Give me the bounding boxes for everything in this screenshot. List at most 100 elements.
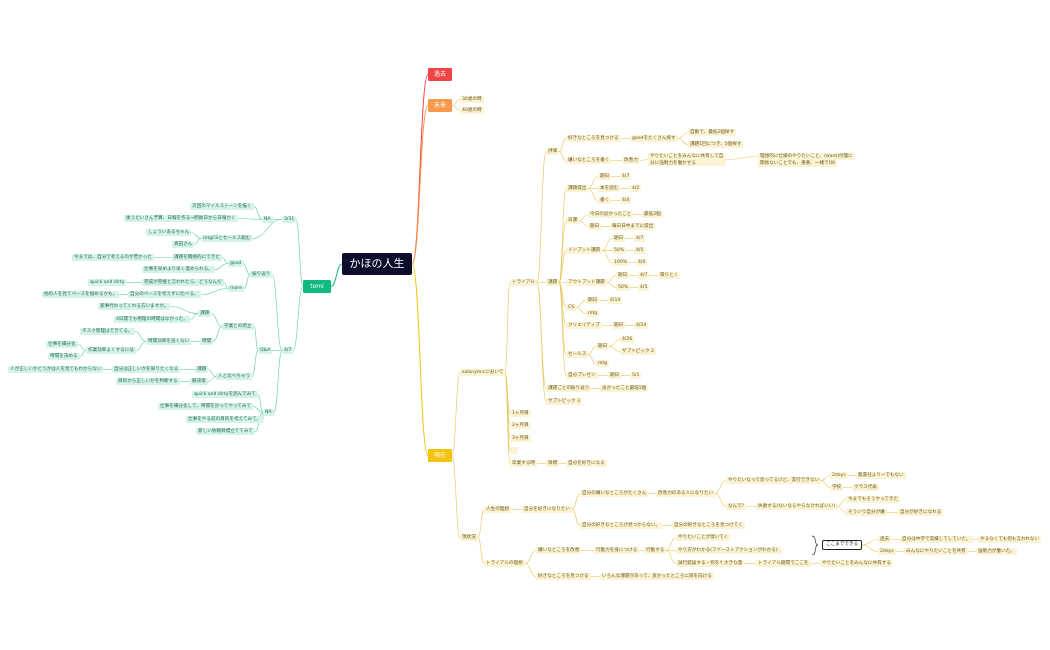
- motivation-desc[interactable]: やりたいことをみんなに共有して自分に強制力を働かせる: [648, 153, 726, 166]
- daily[interactable]: 日課: [566, 217, 580, 224]
- r-2[interactable]: 2days: [878, 548, 896, 555]
- tomi-na1-b[interactable]: 後うたいさん予算、日報を作る→明後日から日報かく: [124, 215, 238, 222]
- branch-past[interactable]: 過去: [428, 68, 452, 81]
- tomi-good-c[interactable]: 課題を積極的にできた: [172, 254, 222, 261]
- k-1[interactable]: 期日: [598, 173, 612, 180]
- cause-1b-school[interactable]: 学校: [830, 484, 844, 491]
- tomi-na1[interactable]: NA: [262, 216, 273, 223]
- tomi-more-d[interactable]: 他の人を見てペースを掴めるかも。: [42, 291, 120, 298]
- tomi-na2-b[interactable]: 仕事を細分化して、時間を計ってやってみて: [158, 403, 254, 410]
- branch-present[interactable]: 現在: [428, 449, 452, 462]
- good-point[interactable]: 好きなところを見つける: [566, 135, 621, 142]
- sa-1d[interactable]: 4/26: [620, 336, 635, 343]
- branch-tomi[interactable]: tomi: [303, 280, 331, 293]
- sales[interactable]: セールス: [566, 351, 589, 358]
- tomi-good-b[interactable]: 仕事を早めより早く進められる。: [142, 266, 215, 273]
- tomi-gakugyo[interactable]: 学業との両立: [222, 323, 254, 330]
- present-kadai[interactable]: 課題: [546, 279, 560, 286]
- jibun-suki[interactable]: 自分を好きになりたい: [522, 506, 572, 513]
- sa-2[interactable]: mtg: [596, 360, 610, 367]
- nande-2d[interactable]: 自分が好きになれる: [898, 509, 944, 516]
- cr-1[interactable]: 期日: [612, 322, 626, 329]
- tomi-more-a[interactable]: quick and dirty: [88, 279, 127, 286]
- tomi-hito[interactable]: 人と比べちゃう: [216, 373, 253, 380]
- present-hyoka[interactable]: 評価: [546, 148, 560, 155]
- tomi-mtg-cs-b[interactable]: 真田さん: [172, 241, 195, 248]
- tomi-na2-c[interactable]: 仕事をやる前の目的を考えてみて。: [186, 416, 264, 423]
- tomi-good[interactable]: good: [228, 260, 244, 267]
- tomi-gk-2[interactable]: 時間: [200, 338, 214, 345]
- tomi-gk-1b[interactable]: 4日間でも物理の時間はなかった。: [114, 316, 190, 323]
- sa-1n[interactable]: サブトピック 2: [620, 348, 656, 355]
- r-1d[interactable]: 自分は中学で実績してしていた。: [900, 536, 973, 543]
- like-find[interactable]: 好きなところを見つける: [536, 573, 591, 580]
- a-3c[interactable]: トライアル期間でここを: [756, 560, 811, 567]
- sotsu-goal[interactable]: 自分を好きになる: [566, 460, 607, 467]
- tomi-331[interactable]: 3/31: [282, 216, 297, 223]
- daily-2d[interactable]: 毎日日中までに提出: [610, 223, 656, 230]
- central-topic[interactable]: かほの人生: [342, 253, 412, 275]
- month-1[interactable]: 1ヶ月目: [510, 410, 531, 417]
- nande[interactable]: なんで?: [726, 503, 746, 510]
- branch-future[interactable]: 未来: [428, 99, 452, 112]
- out-2[interactable]: 50%: [616, 284, 631, 291]
- tomi-hito-a[interactable]: 課題: [195, 366, 209, 373]
- tomi-mtg-cs-a[interactable]: しょういあるちゃん: [146, 229, 192, 236]
- motivation-goal2[interactable]: 関係ないことでも、重要、一緒でOK: [758, 160, 838, 167]
- a-2[interactable]: やり方がわかる(ファーストアクションがわかる): [676, 547, 782, 554]
- ps-1[interactable]: 期日: [608, 372, 622, 379]
- trial-risou[interactable]: トライアルの理想: [484, 560, 525, 567]
- r-2e[interactable]: 強制力が働いた。: [976, 548, 1017, 555]
- a-1[interactable]: やりたいことが溜いてく: [676, 534, 731, 541]
- r-1e[interactable]: やるなくても何も言われない: [978, 536, 1042, 543]
- ps-1d[interactable]: 5/1: [630, 372, 642, 379]
- tomi-hito-a2[interactable]: 人が正しいかどうかは人を見てもわからない: [8, 366, 104, 373]
- present-trial[interactable]: トライアル: [510, 279, 537, 286]
- nande-1[interactable]: 今までもそうやってきた: [846, 496, 901, 503]
- daily-2[interactable]: 期日: [588, 223, 602, 230]
- out-1n[interactable]: 喋りとく: [658, 272, 681, 279]
- action-do[interactable]: 行動する: [644, 547, 667, 554]
- daily-1[interactable]: 今日の良かったこと: [588, 211, 634, 218]
- genjo[interactable]: 現状況: [460, 534, 478, 541]
- kadai-furikaeri-d[interactable]: 良かったこと最低5個: [600, 385, 649, 392]
- cause-1[interactable]: 自分の嫌いなところがたくさん: [580, 490, 649, 497]
- k-3d[interactable]: 4/4: [620, 197, 632, 204]
- good-d2[interactable]: 課題1回につき、5個探す: [688, 141, 744, 148]
- r-1[interactable]: 過去: [878, 536, 892, 543]
- input[interactable]: インプット課題: [566, 247, 603, 254]
- tomi-na1-a[interactable]: 次回のマイルストーンを描く: [190, 203, 254, 210]
- boxed-label[interactable]: ここまでできる: [822, 540, 863, 550]
- tomi-gk-2e[interactable]: 時間を決める: [48, 353, 80, 360]
- out-2d[interactable]: 4/5: [638, 284, 650, 291]
- tomi-mtg-cs[interactable]: mtgCSとセールス組む: [201, 235, 253, 242]
- present-salon[interactable]: salonymicにおいて: [460, 369, 506, 376]
- kadai-teishutsu[interactable]: 課題提出: [566, 185, 589, 192]
- like-find-d[interactable]: いろんな課題があって、良かったところに目を向ける: [600, 573, 714, 580]
- motivation[interactable]: 改善力: [622, 157, 640, 164]
- cause-1b-school-d[interactable]: クラス代表: [852, 484, 879, 491]
- tomi-na2-a[interactable]: quick and dirtyを読んでみて: [192, 391, 258, 398]
- motivation-goal1[interactable]: 理想的に仕様のやりたいこと、(want)付箋に: [758, 153, 855, 160]
- month-3[interactable]: 3ヶ月目: [510, 435, 531, 442]
- cs[interactable]: CS: [566, 304, 577, 311]
- in-1[interactable]: 期日: [612, 235, 626, 242]
- cause-2[interactable]: 自分の好きなところが見つからない。: [580, 522, 663, 529]
- sa-1[interactable]: 期日: [596, 343, 610, 350]
- tomi-more-e[interactable]: 自分のペースを考えずに比べる。: [128, 291, 201, 298]
- dislike-change[interactable]: 嫌いなところを改善: [536, 547, 582, 554]
- tomi-hito-b1[interactable]: 目的から正しいかを判断する: [116, 378, 180, 385]
- month-2[interactable]: 2ヶ月目: [510, 422, 531, 429]
- cause-2a[interactable]: 自分の好きなところを見つけてく: [672, 522, 745, 529]
- tomi-qa[interactable]: Q&A: [258, 347, 273, 354]
- cause-1b-2days-d[interactable]: 無責任よりーでもない: [856, 472, 906, 479]
- tomi-na2[interactable]: NA: [263, 409, 274, 416]
- tomi-furikaeri[interactable]: 振り返り: [250, 271, 273, 278]
- tomi-gk-2a[interactable]: 時間効率を良くない: [146, 338, 192, 345]
- in-3[interactable]: 100%: [612, 259, 630, 266]
- k-3[interactable]: 書く: [598, 197, 612, 204]
- tomi-gk-1a[interactable]: 家事代わってくれる方いますか。: [98, 303, 171, 310]
- in-3d[interactable]: 4/4: [636, 259, 648, 266]
- in-2d[interactable]: 4/5: [634, 247, 646, 254]
- cs-1d[interactable]: 4/14: [608, 297, 623, 304]
